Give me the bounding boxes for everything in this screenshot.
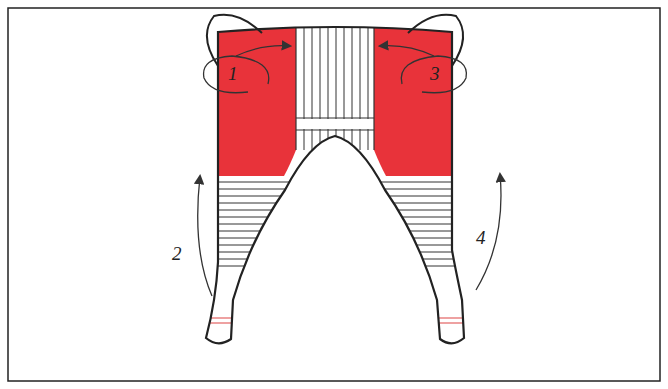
arrow-1: [236, 46, 290, 56]
callout-number: 1: [228, 64, 238, 83]
callout-number: 3: [430, 64, 440, 83]
callout-number: 4: [476, 228, 486, 247]
right-loop: [408, 15, 463, 66]
arrow-4: [476, 174, 501, 290]
frame: [8, 8, 660, 381]
sling-outline: [206, 27, 464, 343]
arrow-2: [198, 176, 212, 296]
loop-arrow-3: [401, 56, 466, 93]
loop-arrow-1: [204, 56, 269, 93]
arrow-3: [380, 46, 434, 56]
left-loop: [207, 15, 262, 66]
callout-number: 2: [172, 244, 182, 263]
